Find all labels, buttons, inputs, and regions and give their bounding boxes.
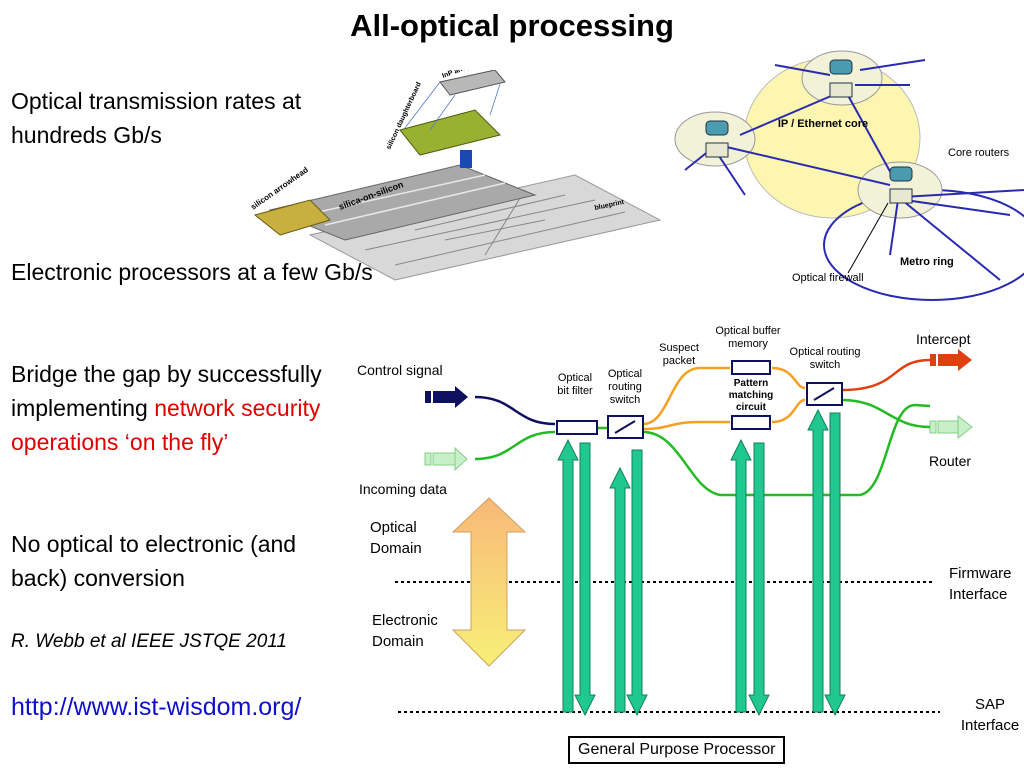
optical-buffer-memory-label: Optical buffer memory bbox=[715, 325, 781, 350]
general-purpose-processor-box: General Purpose Processor bbox=[568, 736, 786, 764]
bullet-bridge-gap: Bridge the gap by successfully implement… bbox=[11, 357, 351, 459]
router-fiber bbox=[841, 398, 931, 429]
metro-ring-label: Metro ring bbox=[900, 256, 954, 268]
control-fiber bbox=[474, 395, 556, 426]
firmware-interface-label: Firmware Interface bbox=[949, 565, 1012, 603]
suspect-packet-fiber bbox=[642, 366, 730, 426]
buffer-feed-fiber bbox=[642, 420, 730, 431]
project-link[interactable]: http://www.ist-wisdom.org/ bbox=[11, 693, 302, 721]
bypass-fiber bbox=[642, 403, 931, 497]
bullet-no-conversion: No optical to electronic (and back) conv… bbox=[11, 531, 297, 591]
inp-array-chip bbox=[439, 70, 506, 96]
switch-2-arrow-icon bbox=[813, 387, 835, 401]
bullet-network-security-highlight: network security operations ‘on the fly’ bbox=[11, 395, 321, 455]
domain-double-arrow-icon bbox=[451, 497, 527, 667]
suspect-packet-label: Suspect packet bbox=[659, 342, 699, 367]
processing-diagram bbox=[395, 349, 973, 717]
firewall-pointer bbox=[847, 202, 889, 274]
electronic-control-arrows bbox=[557, 408, 846, 717]
router-output-arrow[interactable] bbox=[929, 414, 973, 440]
slide-title: All-optical processing bbox=[350, 8, 674, 43]
optical-bit-filter-label: Optical bit filter bbox=[557, 372, 593, 397]
bullet-electronic-processors: Electronic processors at a few Gb/s bbox=[11, 259, 373, 285]
router-label: Router bbox=[929, 453, 972, 469]
blueprint-layer bbox=[308, 174, 662, 281]
optical-buffer-memory-box bbox=[731, 360, 771, 375]
core-router-node-top bbox=[801, 50, 883, 106]
optical-routing-switch-2-label: Optical routing switch bbox=[789, 346, 861, 371]
silicon-daughterboard-layer bbox=[399, 109, 501, 156]
optical-domain-label: Optical Domain bbox=[370, 519, 422, 557]
control-signal-arrow bbox=[425, 386, 468, 408]
core-routers-label: Core routers bbox=[948, 147, 1010, 159]
bullet-transmission-rates: Optical transmission rates at hundreds G… bbox=[11, 88, 302, 148]
pattern-matching-circuit-box bbox=[731, 415, 771, 430]
control-signal-label: Control signal bbox=[357, 362, 443, 378]
intercept-label: Intercept bbox=[916, 331, 971, 347]
bullet-bridge-gap-text: Bridge the gap by successfully implement… bbox=[11, 361, 322, 421]
intercept-arrow[interactable] bbox=[930, 349, 972, 371]
optical-bit-filter-box bbox=[556, 420, 598, 435]
electronic-domain-label: Electronic Domain bbox=[372, 612, 438, 650]
pattern-matching-circuit-label: Pattern matching circuit bbox=[728, 378, 774, 413]
daughterboard-connector bbox=[460, 150, 472, 168]
label-inp-array: InP array bbox=[441, 70, 472, 80]
silicon-arrowhead-chip bbox=[253, 199, 331, 236]
buffer-out-fiber bbox=[771, 366, 806, 390]
switch-1-arrow-icon bbox=[614, 420, 636, 434]
network-topology-figure: IP / Ethernet core Core routers Metro ri… bbox=[674, 50, 1024, 301]
core-router-node-left bbox=[674, 111, 756, 167]
optical-firewall-label: Optical firewall bbox=[792, 272, 864, 284]
incoming-data-arrow bbox=[424, 446, 468, 472]
chip-layered-figure: InP array silicon daughterboard silicon … bbox=[249, 70, 662, 281]
optical-routing-switch-1-label: Optical routing switch bbox=[607, 368, 643, 406]
core-label: IP / Ethernet core bbox=[778, 118, 868, 130]
citation: R. Webb et al IEEE JSTQE 2011 bbox=[11, 631, 287, 652]
intercept-fiber bbox=[841, 358, 931, 392]
router-icons bbox=[705, 59, 913, 204]
incoming-fiber bbox=[474, 430, 556, 461]
matcher-out-fiber bbox=[771, 398, 806, 424]
incoming-data-label: Incoming data bbox=[359, 481, 447, 497]
sap-interface-label: SAP Interface bbox=[960, 696, 1020, 734]
